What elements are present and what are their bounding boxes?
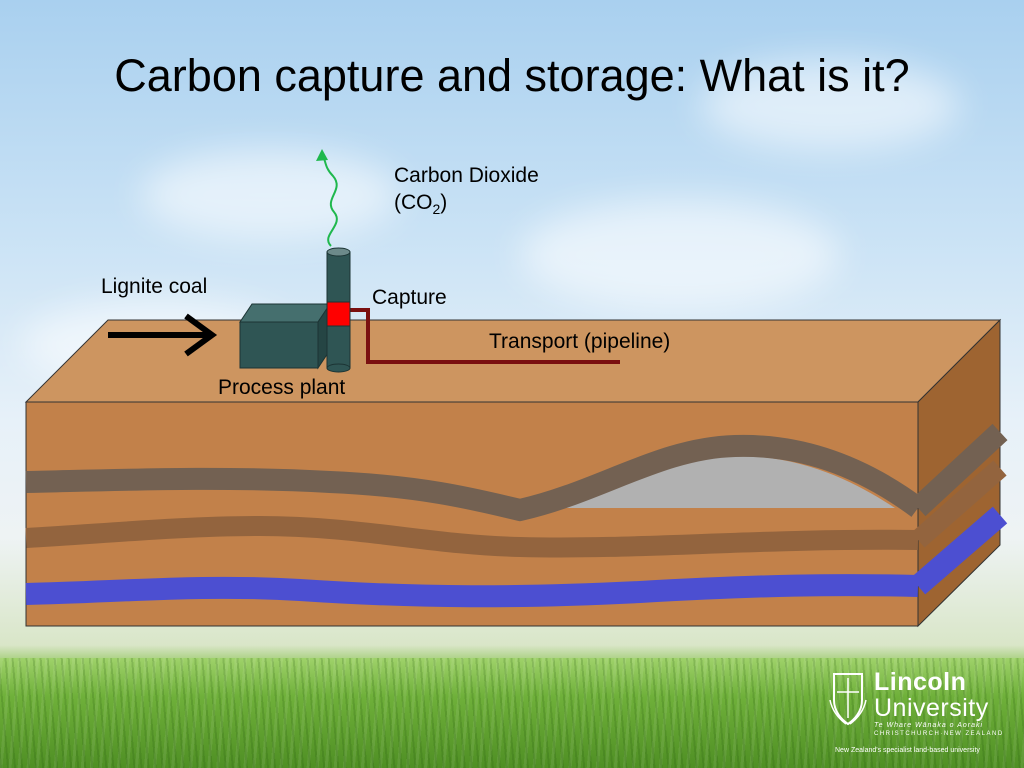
brown-layer-side [911, 460, 1007, 548]
grass-footer [0, 658, 1024, 768]
process-plant [239, 321, 319, 369]
process-plant-top [239, 303, 331, 323]
transport-label: Transport (pipeline) [489, 330, 671, 353]
slide-title: Carbon capture and storage: What is it? [114, 50, 910, 101]
capture-label: Capture [372, 286, 447, 309]
lignite-arrow-head [184, 313, 218, 357]
chimney-bottom [326, 363, 351, 373]
process-plant-label: Process plant [218, 376, 346, 399]
co2-label: Carbon Dioxide (CO2) [394, 162, 539, 223]
caprock-layer-side [910, 423, 1008, 517]
co2-emission-arrow [322, 155, 338, 247]
co2-label-line2: (CO2) [394, 189, 539, 223]
capture-band [326, 301, 351, 327]
university-crest-icon [829, 673, 867, 726]
co2-arrow-head [316, 149, 328, 161]
co2-label-line1: Carbon Dioxide [394, 164, 539, 187]
caprock-layer [25, 434, 925, 522]
transport-pipeline [349, 308, 620, 364]
aquifer-layer-side [910, 506, 1008, 595]
aquifer-layer [25, 574, 919, 608]
logo-maori-name: Te Whare Wānaka o Aoraki [874, 722, 984, 729]
logo-name-line1: Lincoln [874, 668, 967, 696]
co2-label-prefix: (CO [394, 191, 433, 214]
logo-name-line2: University [874, 694, 989, 722]
lignite-coal-label: Lignite coal [101, 275, 208, 298]
brown-layer [25, 515, 919, 558]
logo-tagline: New Zealand's specialist land-based univ… [835, 747, 980, 754]
chimney-top [326, 247, 351, 257]
co2-storage-reservoir [560, 455, 895, 508]
lincoln-university-logo: Lincoln University Te Whare Wānaka o Aor… [828, 668, 1008, 758]
co2-label-subscript: 2 [432, 201, 441, 218]
logo-location: CHRISTCHURCH·NEW ZEALAND [874, 731, 1004, 737]
co2-label-suffix: ) [440, 191, 448, 214]
